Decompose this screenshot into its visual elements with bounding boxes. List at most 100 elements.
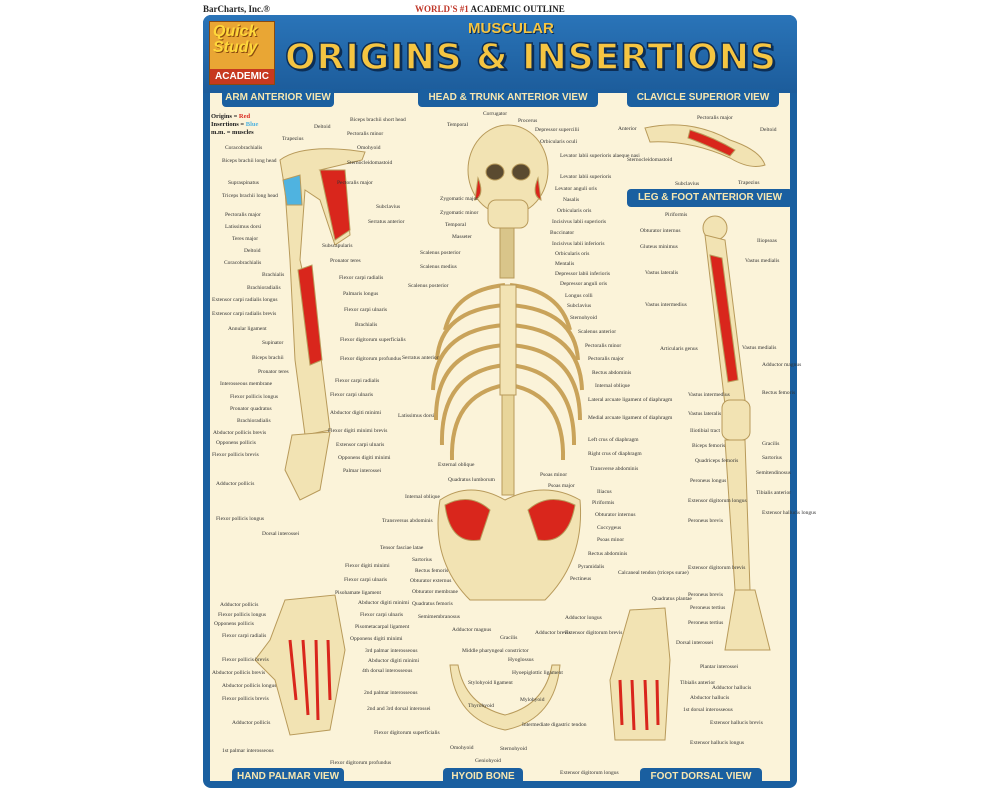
muscle-label: Extensor hallucis brevis: [710, 720, 763, 726]
poster-subtitle: MUSCULAR: [468, 20, 554, 37]
muscle-label: Flexor pollicis longus: [218, 612, 266, 618]
muscle-label: Biceps brachii short head: [350, 117, 406, 123]
muscle-label: Opponens digiti minimi: [350, 636, 403, 642]
muscle-label: Gracilis: [762, 441, 780, 447]
tagline: WORLD'S #1 ACADEMIC OUTLINE: [415, 4, 565, 14]
muscle-label: Brachialis: [262, 272, 285, 278]
muscle-label: Incisivus labii superioris: [552, 219, 607, 225]
muscle-label: Zygomatic major: [440, 196, 479, 202]
muscle-label: Tibialis anterior: [756, 490, 792, 496]
muscle-label: Opponens pollicis: [216, 440, 256, 446]
muscle-label: Deltoid: [244, 248, 261, 254]
muscle-label: Abductor pollicis longus: [222, 683, 277, 689]
muscle-label: Extensor digitorum longus: [560, 770, 619, 776]
muscle-label: Zygomatic minor: [440, 210, 479, 216]
muscle-label: Pectoralis major: [337, 180, 373, 186]
legend-insertions-value: Blue: [245, 121, 259, 128]
muscle-label: Peroneus tertius: [690, 605, 726, 611]
muscle-label: Abductor digiti minimi: [330, 410, 382, 416]
muscle-label: Flexor pollicis brevis: [222, 696, 269, 702]
tagline-text: ACADEMIC OUTLINE: [470, 4, 565, 14]
muscle-label: Procerus: [518, 118, 538, 124]
muscle-label: Adductor longus: [565, 615, 602, 621]
muscle-label: 1st palmar interosseous: [222, 748, 274, 754]
muscle-label: Depressor anguli oris: [560, 281, 608, 287]
muscle-label: Psoas minor: [540, 472, 568, 478]
muscle-label: Rectus abdominis: [592, 370, 632, 376]
muscle-label: Extensor digitorum brevis: [565, 630, 623, 636]
muscle-label: Coracobrachialis: [225, 145, 263, 151]
muscle-label: Semitendinosus: [756, 470, 791, 476]
muscle-label: Vastus medialis: [745, 258, 780, 264]
muscle-label: Omohyoid: [357, 145, 381, 151]
muscle-label: Tensor fasciae latae: [380, 545, 424, 551]
muscle-label: Masseter: [452, 234, 472, 240]
muscle-label: Levator labii superioris alaeque nasi: [560, 153, 640, 159]
muscle-label: Scalenus anterior: [578, 329, 617, 335]
tagline-highlight: WORLD'S #1: [415, 4, 469, 14]
clavicle-illustration: [644, 124, 766, 167]
muscle-label: Pronator quadratus: [230, 406, 272, 412]
muscle-label: Latissimus dorsi: [225, 224, 262, 230]
muscle-label: Dorsal interossei: [676, 640, 714, 646]
ribcage-illustration: [431, 283, 584, 461]
muscle-label: Flexor digitorum superficialis: [374, 730, 440, 736]
muscle-label: Internal oblique: [595, 383, 630, 389]
muscle-label: Adductor pollicis: [232, 720, 271, 726]
muscle-label: Articularis genus: [660, 346, 698, 352]
muscle-label: Abductor digiti minimi: [368, 658, 420, 664]
section-head-trunk: HEAD & TRUNK ANTERIOR VIEW: [418, 89, 598, 107]
muscle-label: Quadratus plantae: [652, 596, 692, 602]
leg-illustration: [702, 215, 771, 651]
foot-illustration: [609, 607, 671, 741]
muscle-label: Scalenus medius: [420, 264, 457, 270]
muscle-label: Abductor pollicis brevis: [212, 670, 266, 676]
muscle-label: Quadratus femoris: [412, 601, 453, 607]
muscle-label: Trapezius: [282, 136, 304, 142]
muscle-label: Vastus intermedius: [688, 392, 730, 398]
muscle-label: Extensor carpi radialis brevis: [212, 311, 277, 317]
muscle-label: Plantar interossei: [700, 664, 739, 670]
muscle-label: Levator labii superioris: [560, 174, 612, 180]
muscle-label: Supraspinatus: [228, 180, 259, 186]
muscle-label: Intermediate digastric tendon: [522, 722, 587, 728]
muscle-label: Extensor hallucis longus: [762, 510, 817, 516]
muscle-label: Omohyoid: [450, 745, 474, 751]
muscle-label: Left crus of diaphragm: [588, 437, 639, 443]
color-legend: Origins = Red Insertions = Blue m.m. = m…: [211, 113, 259, 136]
muscle-label: Peroneus longus: [690, 478, 727, 484]
muscle-label: Pectoralis minor: [585, 343, 622, 349]
arm-illustration: [279, 148, 366, 501]
muscle-label: Hyoglossus: [508, 657, 534, 663]
muscle-label: Dorsal interossei: [262, 531, 300, 537]
muscle-label: Thyrohyoid: [468, 703, 494, 709]
muscle-label: Internal oblique: [405, 494, 440, 500]
muscle-label: Psoas minor: [597, 537, 625, 543]
muscle-label: Interosseous membrane: [220, 381, 273, 387]
muscle-label: Calcaneal tendon (triceps surae): [618, 570, 689, 576]
muscle-label: Vastus intermedius: [645, 302, 687, 308]
muscle-label: Deltoid: [760, 127, 777, 133]
muscle-label: Adductor pollicis: [216, 481, 255, 487]
muscle-label: 1st dorsal interosseous: [683, 707, 733, 713]
muscle-label: Peroneus tertius: [688, 620, 724, 626]
muscle-label: Subclavius: [376, 204, 401, 210]
muscle-label: Stylohyoid ligament: [468, 680, 513, 686]
muscle-label: Right crus of diaphragm: [588, 451, 642, 457]
muscle-label: Flexor digitorum profundus: [340, 356, 402, 362]
spine-illustration: [501, 394, 515, 496]
muscle-label: Depressor supercilii: [535, 127, 580, 133]
hand-illustration: [254, 594, 346, 736]
muscle-label: Latissimus dorsi: [398, 413, 435, 419]
muscle-label: Flexor carpi ulnaris: [360, 612, 404, 618]
muscle-label: Sternohyoid: [570, 315, 597, 321]
muscle-label: Gluteus minimus: [640, 244, 678, 250]
muscle-label: Orbicularis oris: [557, 208, 592, 214]
muscle-label: Adductor pollicis: [220, 602, 259, 608]
muscle-label: Rectus femoris: [415, 568, 449, 574]
muscle-label: Brachialis: [355, 322, 378, 328]
muscle-label: Quadratus lumborum: [448, 477, 495, 483]
muscle-label: Pectoralis major: [225, 212, 261, 218]
